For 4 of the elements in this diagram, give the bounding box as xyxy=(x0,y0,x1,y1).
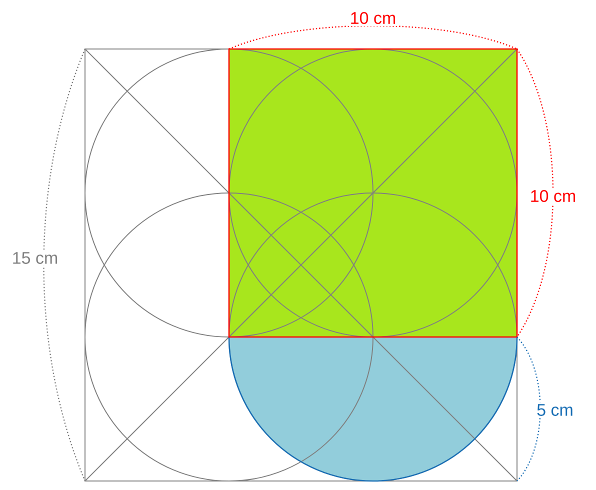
dimension-label: 10 cm xyxy=(528,188,578,204)
dimension-label: 15 cm xyxy=(10,250,60,266)
dimension-label: 10 cm xyxy=(348,10,398,26)
dimension-label: 5 cm xyxy=(534,402,576,418)
